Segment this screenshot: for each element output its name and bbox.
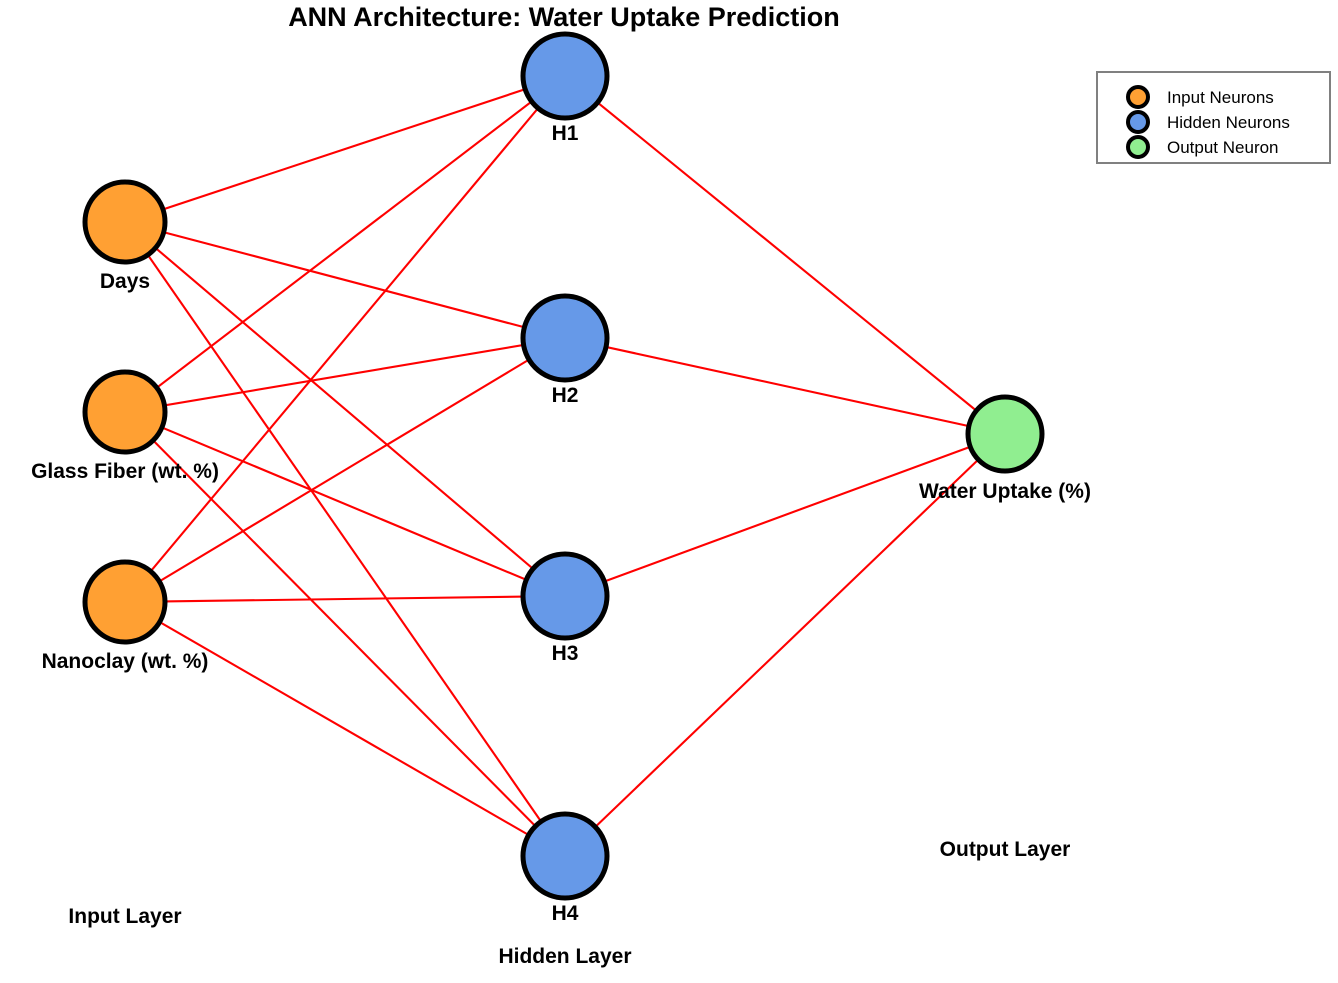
input-neuron-2[interactable]: Glass Fiber (wt. %) (31, 369, 219, 483)
page-title: ANN Architecture: Water Uptake Predictio… (288, 2, 840, 32)
hidden-neuron-3-label: H3 (552, 642, 579, 665)
input-neuron-1[interactable]: Days (82, 179, 168, 293)
edge-input-hidden (124, 411, 566, 597)
legend-marker-icon (1126, 110, 1150, 134)
legend-item-label: Hidden Neurons (1167, 113, 1290, 132)
hidden-neuron-1-label: H1 (552, 122, 579, 145)
edge-hidden-output (564, 433, 1006, 857)
edge-input-hidden (124, 75, 566, 413)
input-neuron-2-label: Glass Fiber (wt. %) (31, 460, 219, 483)
hidden-neuron-2-label: H2 (552, 384, 579, 407)
output-layer-label: Output Layer (940, 838, 1071, 861)
input-neuron-2-circle[interactable] (82, 369, 168, 455)
input-neuron-1-label: Days (100, 270, 150, 293)
input-neuron-1-circle[interactable] (82, 179, 168, 265)
hidden-neuron-3-circle[interactable] (520, 551, 610, 641)
edge-hidden-output (564, 336, 1006, 436)
legend-marker-icon (1126, 85, 1150, 109)
hidden-neuron-4[interactable]: H4 (520, 811, 610, 925)
legend-item-1[interactable]: Input Neurons (1126, 85, 1274, 109)
edge-input-hidden (124, 221, 566, 857)
output-neuron-1-label: Water Uptake (%) (919, 480, 1091, 503)
legend-item-2[interactable]: Hidden Neurons (1126, 110, 1290, 134)
hidden-layer-label: Hidden Layer (498, 945, 631, 968)
edge-input-hidden (124, 75, 566, 603)
output-neuron-1-circle[interactable] (965, 394, 1045, 474)
connection-edges (124, 75, 1006, 857)
edge-input-hidden (124, 336, 566, 414)
input-layer-label: Input Layer (68, 905, 181, 928)
edge-hidden-output (564, 433, 1006, 597)
legend-item-label: Input Neurons (1167, 88, 1274, 107)
output-neuron-1[interactable]: Water Uptake (%) (919, 394, 1091, 503)
edge-input-hidden (124, 411, 566, 857)
edge-input-hidden (124, 220, 566, 340)
edge-input-hidden (124, 221, 566, 597)
hidden-neuron-2-circle[interactable] (520, 293, 610, 383)
hidden-neuron-1-circle[interactable] (520, 31, 610, 121)
input-neuron-3-label: Nanoclay (wt. %) (42, 650, 209, 673)
input-neuron-3-circle[interactable] (82, 559, 168, 645)
hidden-neuron-4-circle[interactable] (520, 811, 610, 901)
edge-input-hidden (124, 594, 566, 604)
edge-input-hidden (124, 601, 566, 857)
legend-marker-icon (1126, 135, 1150, 159)
legend-item-label: Output Neuron (1167, 138, 1279, 157)
hidden-neuron-1[interactable]: H1 (520, 31, 610, 145)
edge-hidden-output (564, 75, 1006, 435)
edge-input-hidden (124, 337, 566, 603)
hidden-neuron-3[interactable]: H3 (520, 551, 610, 665)
input-neuron-3[interactable]: Nanoclay (wt. %) (42, 559, 209, 673)
hidden-neuron-4-label: H4 (552, 902, 579, 925)
edge-input-hidden (124, 75, 566, 223)
legend-item-3[interactable]: Output Neuron (1126, 135, 1279, 159)
hidden-neuron-2[interactable]: H2 (520, 293, 610, 407)
